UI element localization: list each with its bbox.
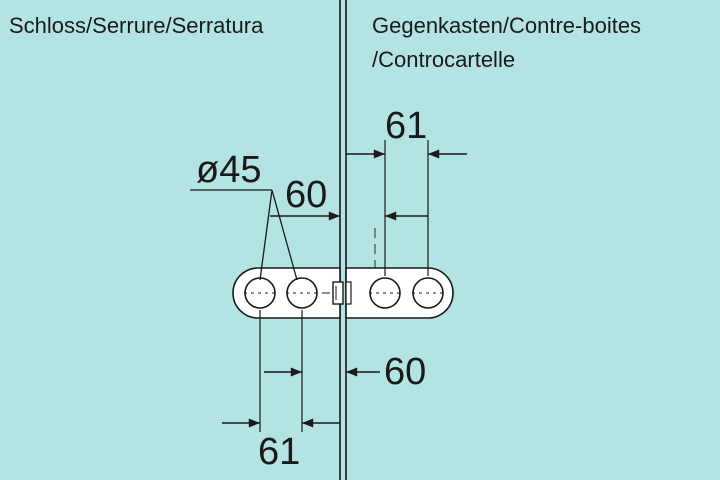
lock-side-title: Schloss/Serrure/Serratura (9, 13, 264, 38)
dimension-61-top: 61 (385, 105, 428, 147)
glass-gap-lines (339, 0, 347, 480)
keeper-side-title-line1: Gegenkasten/Contre-boites (372, 13, 642, 38)
center-lines (244, 228, 444, 294)
dim-diameter-leader (190, 189, 298, 281)
dimension-diameter-45: ø45 (196, 149, 262, 191)
extension-lines (259, 140, 429, 432)
dimension-60-upper: 60 (285, 174, 328, 216)
dimension-60-lower: 60 (384, 351, 427, 393)
dimension-61-bottom: 61 (258, 431, 301, 473)
keeper-side-title-line2: /Controcartelle (372, 47, 516, 72)
latch (332, 281, 344, 305)
